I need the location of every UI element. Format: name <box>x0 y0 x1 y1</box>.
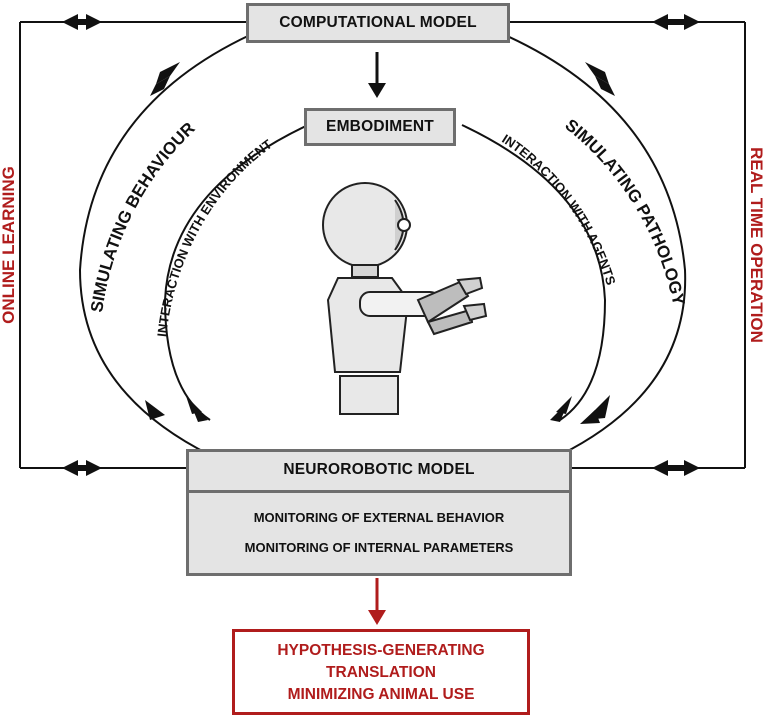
double-arrow-top-right <box>652 14 700 30</box>
arc-interaction-environment <box>163 124 309 421</box>
arc-arrowheads <box>145 62 615 424</box>
double-arrow-bottom-right <box>652 460 700 476</box>
arc-interaction-agents <box>461 124 607 421</box>
embodiment-title: EMBODIMENT <box>326 118 434 135</box>
neurorobotic-model-body: MONITORING OF EXTERNAL BEHAVIOR MONITORI… <box>189 493 569 563</box>
arrow-neurorobotic-to-outcomes <box>368 578 386 625</box>
label-real-time-operation: REAL TIME OPERATION <box>747 147 765 343</box>
monitoring-internal-parameters: MONITORING OF INTERNAL PARAMETERS <box>244 540 514 555</box>
robot-illustration <box>322 182 488 415</box>
monitoring-external-behavior: MONITORING OF EXTERNAL BEHAVIOR <box>253 510 505 525</box>
computational-model-box: COMPUTATIONAL MODEL <box>246 3 510 43</box>
outcome-translation: TRANSLATION <box>326 664 436 681</box>
outcomes-box: HYPOTHESIS-GENERATING TRANSLATION MINIMI… <box>232 629 530 715</box>
label-simulating-behaviour: SIMULATING BEHAVIOUR <box>87 119 198 314</box>
double-arrow-top-left <box>62 14 102 30</box>
neurorobotic-model-title: NEUROROBOTIC MODEL <box>283 461 475 478</box>
double-arrow-bottom-left <box>62 460 102 476</box>
arc-simulating-behaviour <box>78 34 251 456</box>
arrow-computational-to-embodiment <box>368 52 386 98</box>
neurorobotic-model-box: NEUROROBOTIC MODEL MONITORING OF EXTERNA… <box>186 449 572 576</box>
arc-simulating-pathology <box>504 34 687 456</box>
outcome-hypothesis-generating: HYPOTHESIS-GENERATING <box>277 642 485 659</box>
label-interaction-environment: INTERACTION WITH ENVIRONMENT <box>154 136 274 337</box>
computational-model-title: COMPUTATIONAL MODEL <box>279 14 477 31</box>
label-online-learning: ONLINE LEARNING <box>0 166 18 324</box>
embodiment-box: EMBODIMENT <box>304 108 456 146</box>
outcome-minimizing-animal-use: MINIMIZING ANIMAL USE <box>287 686 475 703</box>
robot-head-icon <box>322 182 408 268</box>
neurorobotic-model-header: NEUROROBOTIC MODEL <box>189 452 569 493</box>
